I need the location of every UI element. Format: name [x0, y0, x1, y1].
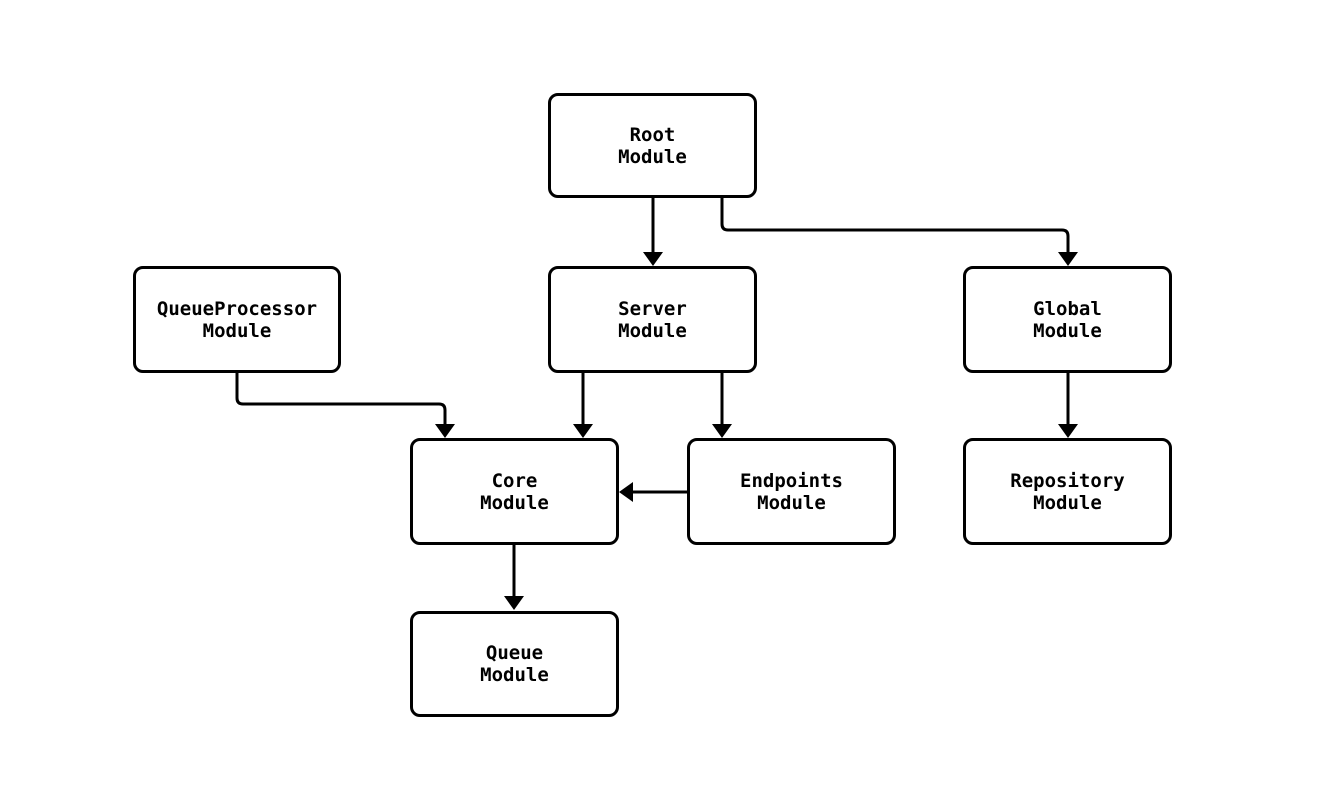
arrowhead-down-icon — [643, 252, 663, 266]
edge-global-to-repository — [1058, 373, 1078, 438]
node-label: Module — [1033, 319, 1102, 342]
arrowhead-down-icon — [573, 424, 593, 438]
node-global-module: Global Module — [963, 266, 1172, 373]
edge-root-to-server — [643, 197, 663, 266]
node-label: Module — [480, 664, 549, 686]
edge-server-to-endpoints — [712, 373, 732, 438]
node-queue-module: Queue Module — [410, 611, 619, 717]
node-label: Root — [629, 123, 676, 146]
arrowhead-left-icon — [619, 482, 633, 502]
node-label: Module — [618, 145, 687, 168]
node-label: Global — [1033, 297, 1102, 320]
node-label: Module — [757, 491, 826, 514]
node-core-module: Core Module — [410, 438, 619, 545]
arrowhead-down-icon — [1058, 252, 1078, 266]
edge-endpoints-to-core — [619, 482, 687, 502]
node-server-module: Server Module — [548, 266, 757, 373]
arrowhead-down-icon — [435, 424, 455, 438]
node-label: Module — [618, 319, 687, 342]
node-queueprocessor-module: QueueProcessor Module — [133, 266, 341, 373]
node-label: Module — [202, 319, 272, 342]
node-label: Core — [491, 469, 538, 492]
node-label: Queue — [485, 642, 544, 664]
arrowhead-down-icon — [504, 596, 524, 610]
node-endpoints-module: Endpoints Module — [687, 438, 896, 545]
edge-server-to-core — [573, 373, 593, 438]
edge-root-to-global — [720, 197, 1078, 266]
node-label: Module — [1033, 491, 1102, 514]
node-repository-module: Repository Module — [963, 438, 1172, 545]
node-label: Module — [480, 491, 549, 514]
node-label: Repository — [1010, 469, 1125, 492]
node-label: QueueProcessor — [156, 297, 318, 320]
node-root-module: Root Module — [548, 93, 757, 198]
edge-queueprocessor-to-core — [235, 373, 455, 438]
arrowhead-down-icon — [1058, 424, 1078, 438]
node-label: Endpoints — [740, 469, 843, 492]
node-label: Server — [618, 297, 687, 320]
edge-core-to-queue — [504, 545, 524, 610]
arrowhead-down-icon — [712, 424, 732, 438]
